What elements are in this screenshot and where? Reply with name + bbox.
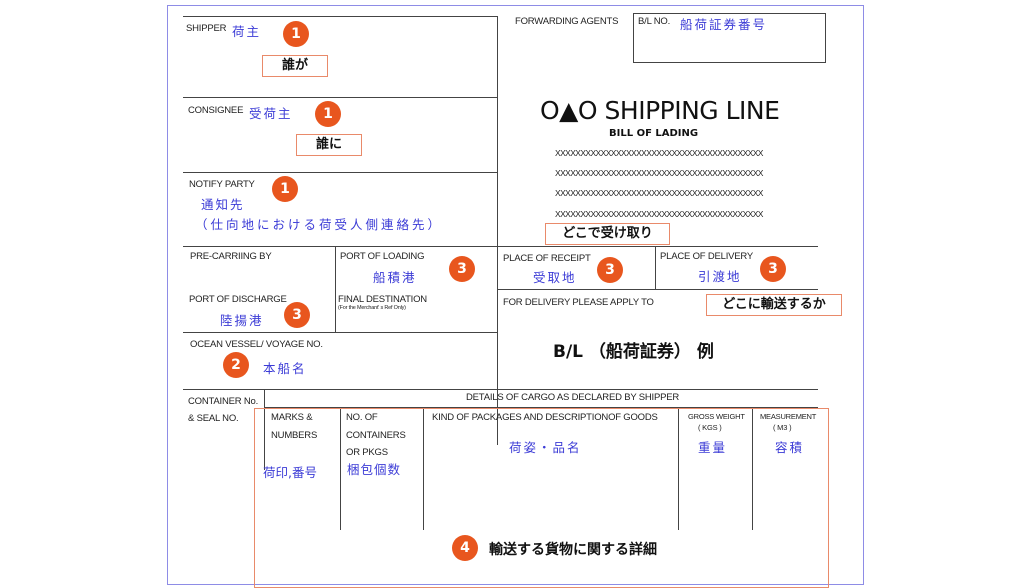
filler-line: XXXXXXXXXXXXXXXXXXXXXXXXXXXXXXXXXXXXXXXX… [555, 188, 763, 198]
measurement-label: MEASUREMENT [760, 412, 817, 421]
callout-where-receive: どこで受け取り [545, 223, 670, 245]
forwarding-label: FORWARDING AGENTS [515, 16, 619, 27]
badge-2: 2 [223, 352, 249, 378]
callout-where-ship: どこに輸送するか [706, 294, 842, 316]
measurement-value: 容積 [775, 440, 805, 455]
bl-no-box [633, 13, 826, 63]
final-destination-label: FINAL DESTINATION [338, 294, 427, 305]
port-loading-label: PORT OF LOADING [340, 251, 425, 262]
pre-carriage-label: PRE-CARRIING BY [190, 251, 272, 262]
gross-weight-unit: ( KGS ) [698, 423, 722, 432]
place-receipt-label: PLACE OF RECEIPT [503, 253, 591, 264]
containers-label: NO. OF [346, 412, 378, 423]
goods-label: KIND OF PACKAGES AND DESCRIPTIONOF GOODS [432, 412, 658, 423]
place-receipt-value: 受取地 [533, 270, 577, 285]
shipper-label: SHIPPER [186, 23, 227, 34]
marks-label: MARKS & [271, 412, 313, 423]
cargo-highlight-box [254, 408, 829, 588]
port-discharge-value: 陸揚港 [220, 313, 264, 328]
notify-note: （仕向地における荷受人側連絡先） [195, 217, 444, 232]
containers-value: 梱包個数 [347, 462, 402, 477]
callout-whom: 誰に [296, 134, 362, 156]
measurement-unit: ( M3 ) [773, 423, 792, 432]
container-label: CONTAINER No. [188, 396, 259, 407]
badge-1: 1 [272, 176, 298, 202]
delivery-apply-label: FOR DELIVERY PLEASE APPLY TO [503, 297, 654, 308]
company-name: O▲O SHIPPING LINE [540, 96, 780, 125]
vessel-label: OCEAN VESSEL/ VOYAGE NO. [190, 339, 323, 350]
filler-line: XXXXXXXXXXXXXXXXXXXXXXXXXXXXXXXXXXXXXXXX… [555, 168, 763, 178]
port-discharge-label: PORT OF DISCHARGE [189, 294, 287, 305]
bl-no-value: 船荷証券番号 [680, 17, 768, 32]
badge-1: 1 [315, 101, 341, 127]
badge-3: 3 [597, 257, 623, 283]
vessel-value: 本船名 [263, 361, 307, 376]
example-title: B/L （船荷証券） 例 [553, 342, 714, 362]
seal-label: & SEAL NO. [188, 413, 239, 424]
filler-line: XXXXXXXXXXXXXXXXXXXXXXXXXXXXXXXXXXXXXXXX… [555, 209, 763, 219]
goods-value: 荷姿・品名 [509, 440, 582, 455]
badge-3: 3 [284, 302, 310, 328]
place-delivery-value: 引渡地 [698, 269, 742, 284]
final-destination-note: (For the Merchant' s Ref Only) [338, 305, 406, 311]
gross-weight-label: GROSS WEIGHT [688, 412, 745, 421]
containers-label: OR PKGS [346, 447, 388, 458]
callout-who: 誰が [262, 55, 328, 77]
consignee-label: CONSIGNEE [188, 105, 244, 116]
badge-3: 3 [760, 256, 786, 282]
filler-line: XXXXXXXXXXXXXXXXXXXXXXXXXXXXXXXXXXXXXXXX… [555, 148, 763, 158]
consignee-value: 受荷主 [249, 106, 293, 121]
badge-3: 3 [449, 256, 475, 282]
marks-value: 荷印,番号 [263, 465, 317, 480]
place-delivery-label: PLACE OF DELIVERY [660, 251, 754, 262]
notify-value: 通知先 [201, 197, 245, 212]
bl-subtitle: BILL OF LADING [609, 128, 699, 139]
badge-1: 1 [283, 21, 309, 47]
port-loading-value: 船積港 [373, 270, 417, 285]
gross-weight-value: 重量 [698, 440, 728, 455]
containers-label: CONTAINERS [346, 430, 406, 441]
cargo-annotation: 輸送する貨物に関する詳細 [489, 542, 657, 558]
badge-4: 4 [452, 535, 478, 561]
cargo-details-label: DETAILS OF CARGO AS DECLARED BY SHIPPER [466, 392, 680, 403]
notify-label: NOTIFY PARTY [189, 179, 255, 190]
marks-label: NUMBERS [271, 430, 318, 441]
bl-no-label: B/L NO. [638, 16, 671, 27]
shipper-value: 荷主 [232, 24, 262, 39]
